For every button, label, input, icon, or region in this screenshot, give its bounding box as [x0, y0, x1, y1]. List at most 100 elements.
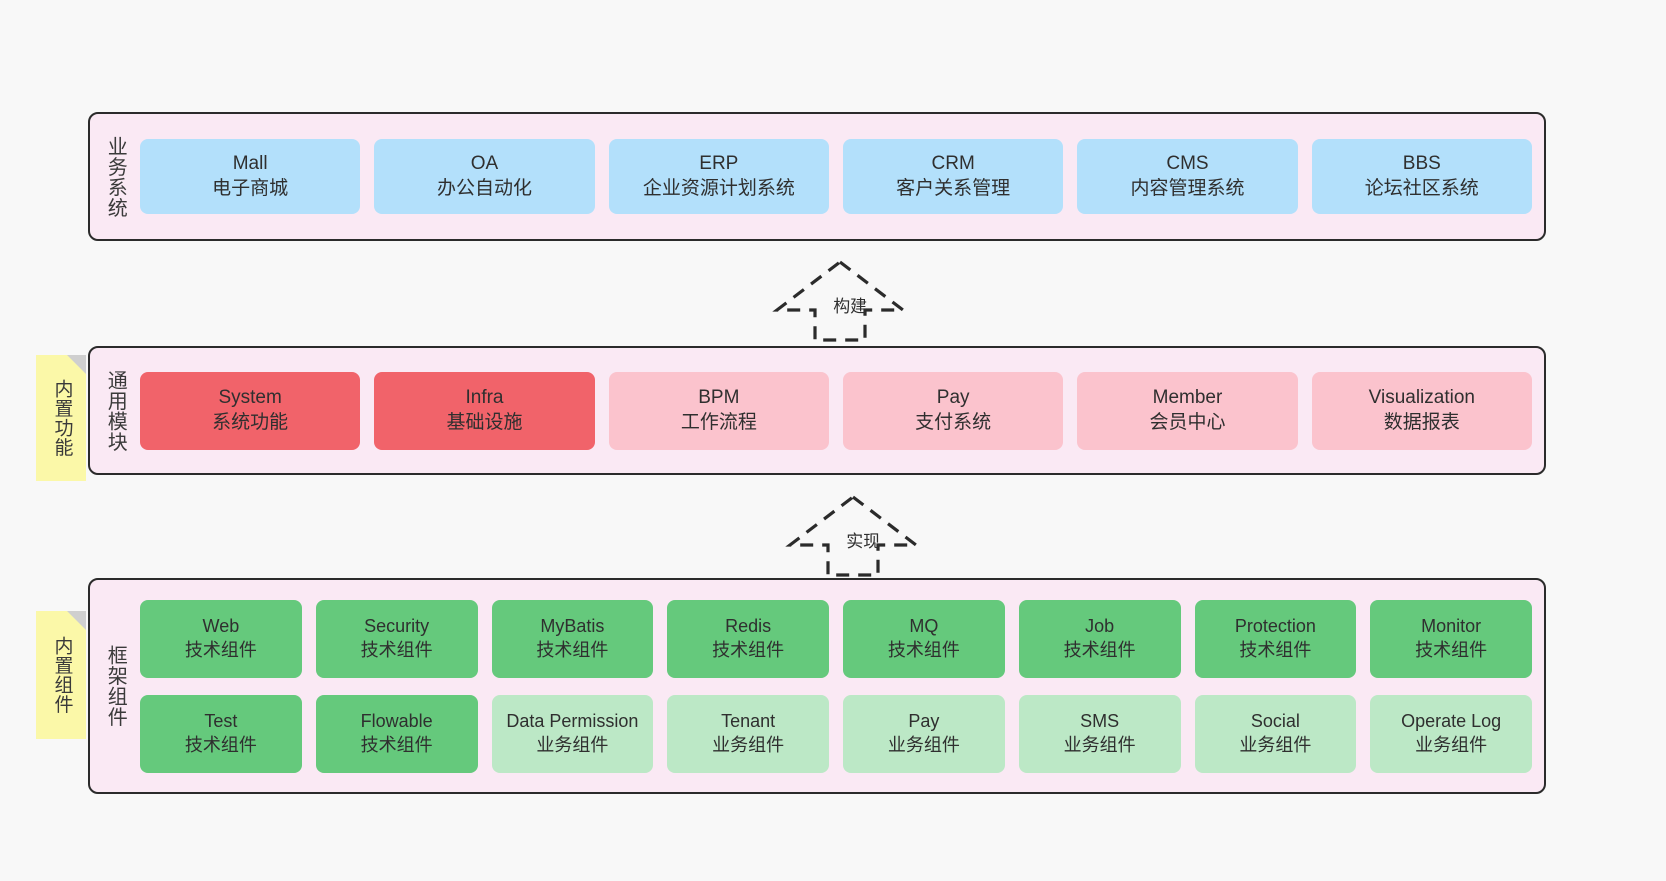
card-web[interactable]: Web 技术组件 — [140, 599, 302, 678]
card-mybatis[interactable]: MyBatis 技术组件 — [491, 599, 654, 678]
card-subtitle: 业务组件 — [1415, 734, 1488, 755]
card-title: BPM — [698, 387, 740, 409]
card-title: Security — [364, 616, 430, 637]
card-subtitle: 技术组件 — [184, 639, 257, 660]
card-subtitle: 业务组件 — [536, 734, 609, 755]
common-modules-row: System 系统功能 Infra 基础设施 BPM 工作流程 Pay 支付系统… — [140, 371, 1532, 450]
layer-body-framework-components: Web 技术组件 Security 技术组件 MyBatis 技术组件 Redi… — [140, 580, 1544, 792]
card-subtitle: 系统功能 — [212, 411, 289, 433]
layer-body-common-modules: System 系统功能 Infra 基础设施 BPM 工作流程 Pay 支付系统… — [140, 348, 1544, 473]
card-protection[interactable]: Protection 技术组件 — [1194, 599, 1357, 678]
card-subtitle: 技术组件 — [1063, 639, 1136, 660]
framework-tech-row: Web 技术组件 Security 技术组件 MyBatis 技术组件 Redi… — [140, 599, 1532, 678]
layer-business-systems: 业务系统 Mall 电子商城 OA 办公自动化 ERP 企业资源计划系统 CRM… — [88, 112, 1546, 241]
card-monitor[interactable]: Monitor 技术组件 — [1370, 599, 1532, 678]
card-infra[interactable]: Infra 基础设施 — [374, 371, 595, 450]
card-title: Test — [204, 711, 238, 732]
card-oa[interactable]: OA 办公自动化 — [374, 139, 595, 214]
card-title: Visualization — [1368, 387, 1475, 409]
card-subtitle: 技术组件 — [1239, 639, 1312, 660]
card-erp[interactable]: ERP 企业资源计划系统 — [608, 139, 829, 214]
card-visualization[interactable]: Visualization 数据报表 — [1311, 371, 1532, 450]
layer-title-business-systems: 业务系统 — [104, 135, 127, 218]
card-title: MyBatis — [540, 616, 605, 637]
card-subtitle: 技术组件 — [712, 639, 785, 660]
card-title: ERP — [699, 153, 739, 175]
card-subtitle: 技术组件 — [887, 639, 960, 660]
card-title: Tenant — [721, 711, 776, 732]
note-fold-corner-icon — [67, 611, 86, 630]
card-title: Pay — [908, 711, 940, 732]
note-builtin-features: 内置功能 — [36, 355, 86, 481]
card-flowable[interactable]: Flowable 技术组件 — [315, 694, 478, 773]
card-title: Protection — [1234, 616, 1316, 637]
layer-body-business-systems: Mall 电子商城 OA 办公自动化 ERP 企业资源计划系统 CRM 客户关系… — [140, 114, 1544, 239]
arrow-build-label: 构建 — [833, 297, 868, 316]
arrow-implement-label: 实现 — [846, 532, 881, 551]
card-system[interactable]: System 系统功能 — [140, 371, 361, 450]
card-title: SMS — [1080, 711, 1120, 732]
card-subtitle: 数据报表 — [1383, 411, 1460, 433]
card-pay-module[interactable]: Pay 支付系统 — [842, 371, 1064, 450]
card-subtitle: 技术组件 — [184, 734, 257, 755]
card-title: Web — [202, 616, 240, 637]
card-subtitle: 论坛社区系统 — [1364, 177, 1479, 199]
card-subtitle: 业务组件 — [1239, 734, 1312, 755]
card-bpm[interactable]: BPM 工作流程 — [608, 371, 829, 450]
framework-business-row: Test 技术组件 Flowable 技术组件 Data Permission … — [140, 694, 1532, 773]
card-data-permission[interactable]: Data Permission 业务组件 — [491, 694, 654, 773]
card-subtitle: 企业资源计划系统 — [642, 177, 795, 199]
layer-common-modules: 通用模块 System 系统功能 Infra 基础设施 BPM 工作流程 Pay… — [88, 346, 1546, 475]
layer-title-framework-components: 框架组件 — [104, 645, 127, 727]
card-title: CMS — [1166, 153, 1209, 175]
card-crm[interactable]: CRM 客户关系管理 — [842, 139, 1064, 214]
card-subtitle: 业务组件 — [712, 734, 785, 755]
card-subtitle: 技术组件 — [360, 734, 433, 755]
card-subtitle: 会员中心 — [1149, 411, 1226, 433]
card-subtitle: 基础设施 — [446, 411, 523, 433]
card-member[interactable]: Member 会员中心 — [1077, 371, 1298, 450]
card-title: Flowable — [360, 711, 433, 732]
card-redis[interactable]: Redis 技术组件 — [667, 599, 829, 678]
card-subtitle: 办公自动化 — [436, 177, 532, 199]
card-title: MQ — [909, 616, 939, 637]
card-title: OA — [470, 153, 499, 175]
card-subtitle: 支付系统 — [915, 411, 992, 433]
card-operate-log[interactable]: Operate Log 业务组件 — [1370, 694, 1532, 773]
business-systems-row: Mall 电子商城 OA 办公自动化 ERP 企业资源计划系统 CRM 客户关系… — [140, 139, 1532, 214]
card-subtitle: 技术组件 — [1415, 639, 1488, 660]
card-cms[interactable]: CMS 内容管理系统 — [1077, 139, 1298, 214]
card-subtitle: 工作流程 — [680, 411, 757, 433]
note-fold-corner-icon — [67, 355, 86, 374]
layer-framework-components: 框架组件 Web 技术组件 Security 技术组件 MyBatis 技术组件… — [88, 578, 1546, 794]
card-subtitle: 客户关系管理 — [896, 177, 1011, 199]
card-subtitle: 技术组件 — [360, 639, 433, 660]
card-test[interactable]: Test 技术组件 — [140, 694, 302, 773]
card-title: Job — [1085, 616, 1115, 637]
card-bbs[interactable]: BBS 论坛社区系统 — [1311, 139, 1532, 214]
card-title: Monitor — [1421, 616, 1482, 637]
card-social[interactable]: Social 业务组件 — [1194, 694, 1357, 773]
card-job[interactable]: Job 技术组件 — [1018, 599, 1181, 678]
card-pay-component[interactable]: Pay 业务组件 — [843, 694, 1005, 773]
arrow-build: 构建 — [755, 258, 925, 342]
card-title: CRM — [931, 153, 975, 175]
card-title: Operate Log — [1401, 711, 1502, 732]
card-subtitle: 业务组件 — [887, 734, 960, 755]
card-mq[interactable]: MQ 技术组件 — [843, 599, 1005, 678]
card-tenant[interactable]: Tenant 业务组件 — [667, 694, 829, 773]
note-label: 内置功能 — [51, 379, 73, 457]
card-title: System — [218, 387, 282, 409]
card-subtitle: 内容管理系统 — [1130, 177, 1245, 199]
note-label: 内置组件 — [51, 636, 73, 714]
card-sms[interactable]: SMS 业务组件 — [1018, 694, 1181, 773]
card-title: Data Permission — [506, 711, 639, 732]
card-subtitle: 业务组件 — [1063, 734, 1136, 755]
card-title: BBS — [1402, 153, 1441, 175]
card-title: Infra — [465, 387, 504, 409]
card-security[interactable]: Security 技术组件 — [315, 599, 478, 678]
card-subtitle: 电子商城 — [212, 177, 289, 199]
card-subtitle: 技术组件 — [536, 639, 609, 660]
card-mall[interactable]: Mall 电子商城 — [140, 139, 361, 214]
